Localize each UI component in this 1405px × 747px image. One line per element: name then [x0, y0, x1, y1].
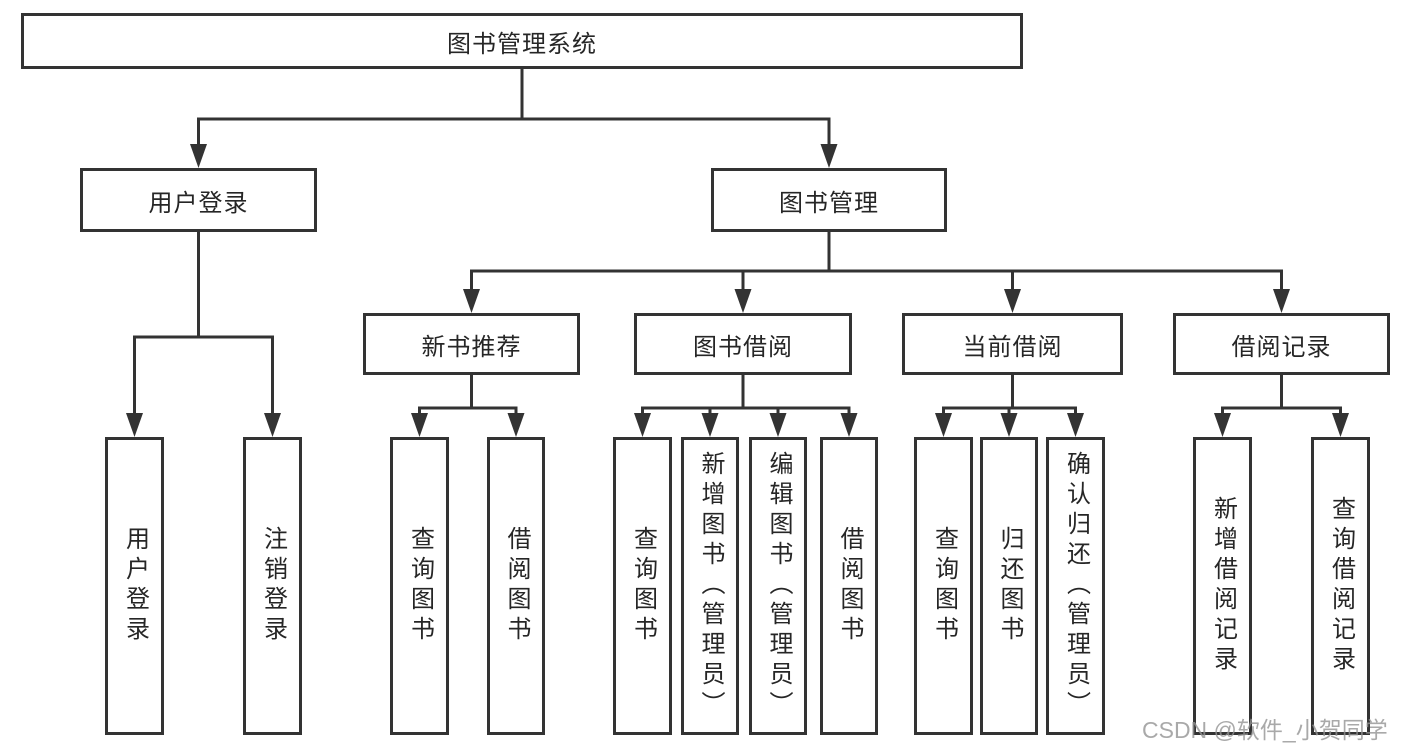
- leaf-query-books-current-label: 查询图书: [930, 526, 958, 646]
- connector-new-book-group: [418, 373, 518, 417]
- arrow-icon: [634, 413, 651, 437]
- node-borrow-records-label: 借阅记录: [1231, 333, 1332, 361]
- leaf-query-borrow-record: 查询借阅记录: [1311, 437, 1370, 735]
- connector-book-management-group: [470, 230, 1283, 293]
- node-borrow-records: 借阅记录: [1173, 313, 1390, 375]
- arrowheads: [126, 144, 1349, 437]
- node-current-borrow-label: 当前借阅: [962, 333, 1063, 361]
- connector-root-to-level2: [197, 67, 831, 148]
- leaf-return-book-label: 归还图书: [996, 526, 1023, 646]
- leaf-user-login: 用户登录: [105, 437, 164, 735]
- node-book-management-label: 图书管理: [779, 189, 879, 217]
- arrow-icon: [935, 413, 952, 437]
- arrow-icon: [1332, 413, 1349, 437]
- arrow-icon: [411, 413, 428, 437]
- leaf-query-borrow-record-label: 查询借阅记录: [1327, 496, 1355, 676]
- arrow-icon: [1214, 413, 1231, 437]
- leaf-query-books-borrow: 查询图书: [613, 437, 672, 735]
- leaf-add-borrow-record-label: 新增借阅记录: [1209, 496, 1237, 676]
- node-current-borrow: 当前借阅: [902, 313, 1123, 375]
- arrow-icon: [769, 413, 787, 437]
- arrow-icon: [734, 289, 752, 313]
- node-book-management: 图书管理: [711, 168, 947, 232]
- node-root-label: 图书管理系统: [447, 30, 597, 58]
- node-book-borrow-label: 图书借阅: [693, 333, 793, 361]
- leaf-borrow-books: 借阅图书: [820, 437, 878, 735]
- arrow-icon: [264, 413, 281, 437]
- arrow-icon: [1004, 289, 1021, 313]
- leaf-logout-label: 注销登录: [259, 526, 287, 646]
- arrow-icon: [840, 413, 858, 437]
- arrow-icon: [701, 413, 719, 437]
- connector-user-login-group: [133, 230, 274, 417]
- leaf-return-book: 归还图书: [980, 437, 1038, 735]
- arrow-icon: [1067, 413, 1084, 437]
- node-book-borrow: 图书借阅: [634, 313, 852, 375]
- arrow-icon: [190, 144, 207, 168]
- leaf-query-books-borrow-label: 查询图书: [629, 526, 657, 646]
- node-new-book-recommend: 新书推荐: [363, 313, 580, 375]
- leaf-logout: 注销登录: [243, 437, 302, 735]
- leaf-borrow-books-recommend: 借阅图书: [487, 437, 545, 735]
- arrow-icon: [820, 144, 838, 168]
- node-root: 图书管理系统: [21, 13, 1023, 69]
- connector-current-borrow-group: [942, 373, 1077, 417]
- arrow-icon: [126, 413, 143, 437]
- leaf-borrow-books-label: 借阅图书: [836, 526, 863, 646]
- arrow-icon: [463, 289, 480, 313]
- leaf-query-books-recommend: 查询图书: [390, 437, 449, 735]
- leaf-add-borrow-record: 新增借阅记录: [1193, 437, 1252, 735]
- leaf-user-login-label: 用户登录: [121, 526, 149, 646]
- connector-book-borrow-group: [641, 373, 851, 417]
- watermark-text: CSDN @软件_小贺同学: [1142, 717, 1388, 743]
- leaf-query-books-recommend-label: 查询图书: [406, 526, 434, 646]
- node-user-login-label: 用户登录: [148, 189, 249, 217]
- leaf-edit-book-admin-label: 编辑图书（管理员）: [765, 451, 792, 721]
- leaf-query-books-current: 查询图书: [914, 437, 973, 735]
- arrow-icon: [507, 413, 525, 437]
- leaf-edit-book-admin: 编辑图书（管理员）: [749, 437, 807, 735]
- node-new-book-recommend-label: 新书推荐: [421, 333, 522, 361]
- leaf-confirm-return-admin-label: 确认归还（管理员）: [1062, 451, 1090, 721]
- arrow-icon: [1273, 289, 1290, 313]
- leaf-add-book-admin: 新增图书（管理员）: [681, 437, 739, 735]
- leaf-borrow-books-recommend-label: 借阅图书: [503, 526, 530, 646]
- node-user-login: 用户登录: [80, 168, 317, 232]
- connector-borrow-records-group: [1221, 373, 1342, 417]
- leaf-confirm-return-admin: 确认归还（管理员）: [1046, 437, 1105, 735]
- arrow-icon: [1000, 413, 1018, 437]
- leaf-add-book-admin-label: 新增图书（管理员）: [697, 451, 724, 721]
